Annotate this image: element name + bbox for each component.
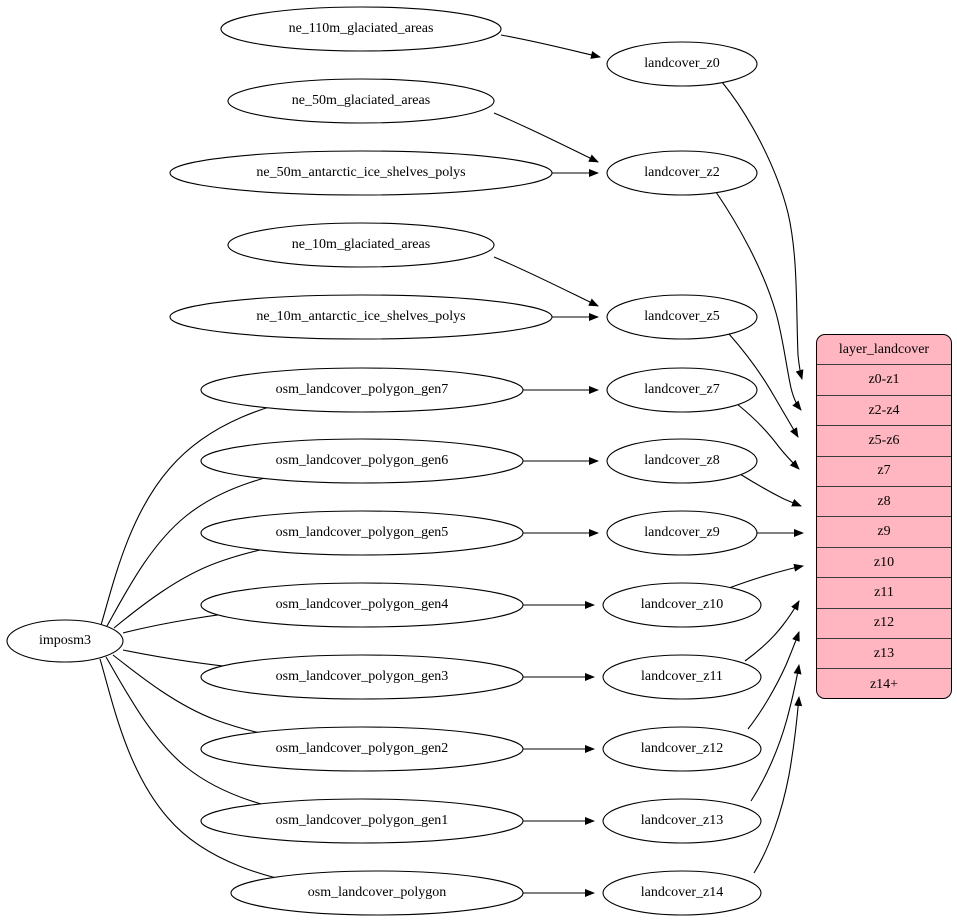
edge-ne110-to-z0 (500, 34, 601, 59)
edge-group-osm-to-landcover (523, 386, 599, 897)
node-landcover_z0[interactable] (606, 41, 758, 87)
node-osm_landcover_polygon_gen7[interactable] (200, 367, 524, 413)
node-landcover_z10[interactable] (602, 582, 762, 628)
edge-z0-to-row-z0z1 (721, 81, 804, 380)
edge-z12-to-row-z12 (747, 631, 800, 730)
table-row-z8[interactable]: z8 (817, 487, 951, 518)
table-row-z13[interactable]: z13 (817, 639, 951, 670)
edge-z13-to-row-z13 (750, 664, 802, 802)
edge-z5-to-row-z5z6 (728, 333, 799, 438)
edge-z2-to-row-z2z4 (715, 191, 802, 411)
edge-z11-to-row-z11 (744, 600, 800, 662)
table-row-z10[interactable]: z10 (817, 548, 951, 579)
edge-ne50glac-to-z2 (493, 112, 599, 163)
node-landcover_z11[interactable] (602, 654, 762, 700)
table-row-z14-plus[interactable]: z14+ (869, 676, 899, 692)
node-landcover_z5[interactable] (606, 294, 758, 340)
node-ne_10m_glaciated_areas[interactable] (227, 222, 495, 268)
node-landcover_z7[interactable] (606, 367, 758, 413)
node-landcover_z14[interactable] (602, 870, 762, 916)
node-landcover_z9[interactable] (606, 510, 758, 556)
node-landcover_z12[interactable] (602, 726, 762, 772)
node-osm_landcover_polygon_gen2[interactable] (200, 726, 524, 772)
node-ne_50m_antarctic_ice_shelves_polys[interactable] (169, 150, 553, 196)
table-row-z9[interactable]: z9 (817, 517, 951, 548)
node-osm_landcover_polygon_gen3[interactable] (200, 654, 524, 700)
table-row-z12[interactable]: z12 (817, 609, 951, 640)
node-osm_landcover_polygon_gen5[interactable] (200, 510, 524, 556)
table-row-z11[interactable]: z11 (817, 578, 951, 609)
nodes-layer (6, 6, 762, 916)
edge-group-ne-to-landcover (493, 34, 601, 321)
node-imposm3[interactable] (6, 619, 124, 663)
node-osm_landcover_polygon_gen4[interactable] (200, 582, 524, 628)
edge-group-landcover-to-table (715, 81, 804, 874)
table-row-z0-z1[interactable]: z0-z1 (817, 365, 951, 396)
table-row-z5-z6[interactable]: z5-z6 (817, 426, 951, 457)
node-osm_landcover_polygon_gen1[interactable] (200, 798, 524, 844)
table-row-z7[interactable]: z7 (817, 457, 951, 488)
table-header-layer-landcover: layer_landcover (817, 335, 951, 366)
node-ne_50m_glaciated_areas[interactable] (227, 78, 495, 124)
node-ne_110m_glaciated_areas[interactable] (220, 6, 502, 52)
node-ne_10m_antarctic_ice_shelves_polys[interactable] (169, 294, 553, 340)
table-row-z2-z4[interactable]: z2-z4 (817, 396, 951, 427)
edge-z14-to-row-z14plus (753, 696, 803, 874)
layer-landcover-table[interactable]: layer_landcover z0-z1 z2-z4 z5-z6 z7 z8 … (816, 334, 952, 699)
node-osm_landcover_polygon_gen6[interactable] (200, 438, 524, 484)
edge-ne10glac-to-z5 (493, 256, 599, 307)
node-osm_landcover_polygon[interactable] (230, 870, 524, 916)
node-landcover_z13[interactable] (602, 798, 762, 844)
node-landcover_z8[interactable] (606, 438, 758, 484)
edge-z7-to-row-z7 (736, 403, 800, 470)
node-landcover_z2[interactable] (606, 150, 758, 196)
edge-z8-to-row-z8 (739, 473, 802, 507)
edge-z10-to-row-z10 (728, 563, 804, 589)
